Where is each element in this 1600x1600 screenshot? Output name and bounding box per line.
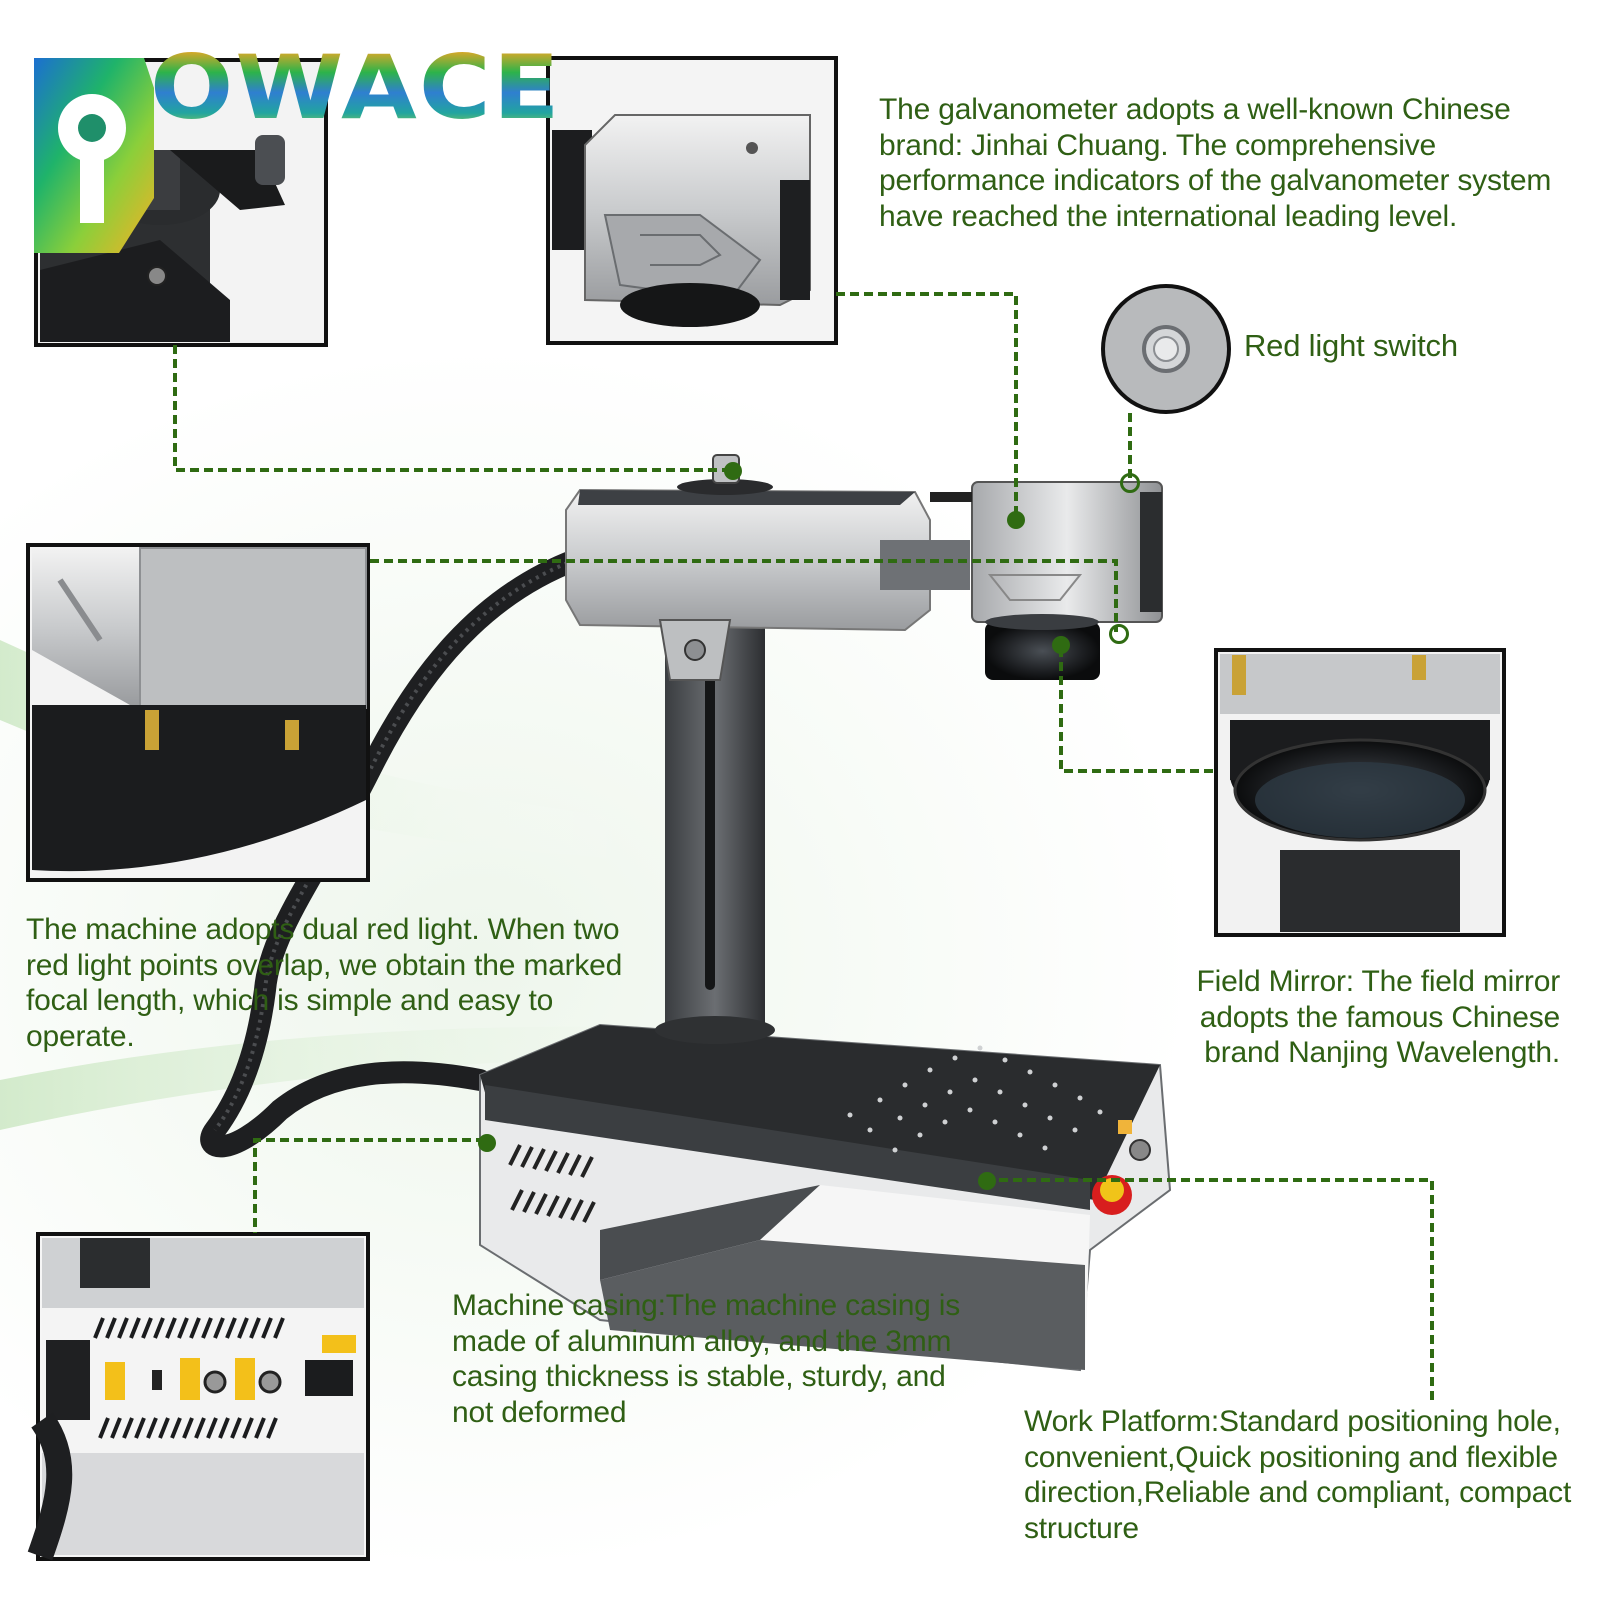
power-switch (1129, 1139, 1151, 1161)
galvo-emboss (987, 574, 1083, 601)
base-top-plate (480, 1025, 1160, 1200)
inset-galvanometer (546, 56, 838, 345)
laser-arm-top (578, 490, 915, 505)
base-top-edge (485, 1085, 1090, 1210)
base-front-accent (600, 1185, 820, 1280)
bracket-bolt (684, 639, 706, 661)
inset-dual-red-light (26, 543, 370, 882)
anchor-ring-red-switch (1120, 473, 1140, 493)
anchor-dot-galvanometer (1007, 511, 1025, 529)
lens-top-rim (985, 614, 1099, 630)
anchor-ring-red-light (1109, 624, 1129, 644)
leader-field-mirror (1059, 648, 1216, 773)
leader-work-platform (985, 1178, 1434, 1400)
arm-cap (677, 479, 773, 495)
column-foot (655, 1016, 775, 1044)
dual-red-light-description: The machine adopts dual red light. When … (26, 913, 623, 1053)
galvo-head (971, 481, 1163, 623)
field-mirror-description: Field Mirror: The field mirror adopts th… (1196, 965, 1560, 1069)
logo-wordmark: OWACE (150, 37, 562, 140)
bg-streak (0, 640, 640, 860)
leader-rear-ports (253, 1138, 485, 1233)
emergency-stop-ring (1100, 1178, 1124, 1202)
leader-dual-red-light (370, 559, 1118, 632)
anchor-dot-casing (478, 1134, 496, 1152)
leader-lift-knob (173, 345, 733, 472)
arm-connector (880, 540, 970, 590)
leader-lines (173, 292, 1434, 1400)
work-platform-description: Work Platform:Standard positioning hole,… (1024, 1405, 1572, 1545)
fiber-cable (200, 549, 586, 1158)
inset-field-mirror (1214, 648, 1506, 937)
galvanometer-description: The galvanometer adopts a well-known Chi… (879, 93, 1552, 233)
column-slot (705, 650, 715, 990)
machine-casing-description: Machine casing:The machine casing is mad… (452, 1289, 961, 1429)
anchor-dot-platform (978, 1172, 996, 1190)
warning-label (1118, 1120, 1132, 1134)
inset-rear-ports (27, 1232, 370, 1561)
field-lens-on-machine (985, 622, 1100, 680)
galvo-side-label (1140, 492, 1162, 612)
brand-logo: OWACE (24, 37, 584, 258)
base-vents (508, 1144, 596, 1223)
red-light-switch-label: Red light switch (1244, 328, 1458, 363)
inset-red-light-switch (1101, 284, 1231, 414)
anchor-dot-lift-knob (724, 462, 742, 480)
galvo-cable-clip (930, 492, 972, 502)
leader-galvanometer (836, 292, 1018, 520)
anchor-dot-field-mirror (1052, 636, 1070, 654)
platform-holes (847, 1045, 1103, 1153)
logo-key-emblem (34, 58, 154, 253)
base-lower-band (600, 1240, 1085, 1370)
cable-ribs (213, 558, 576, 1132)
